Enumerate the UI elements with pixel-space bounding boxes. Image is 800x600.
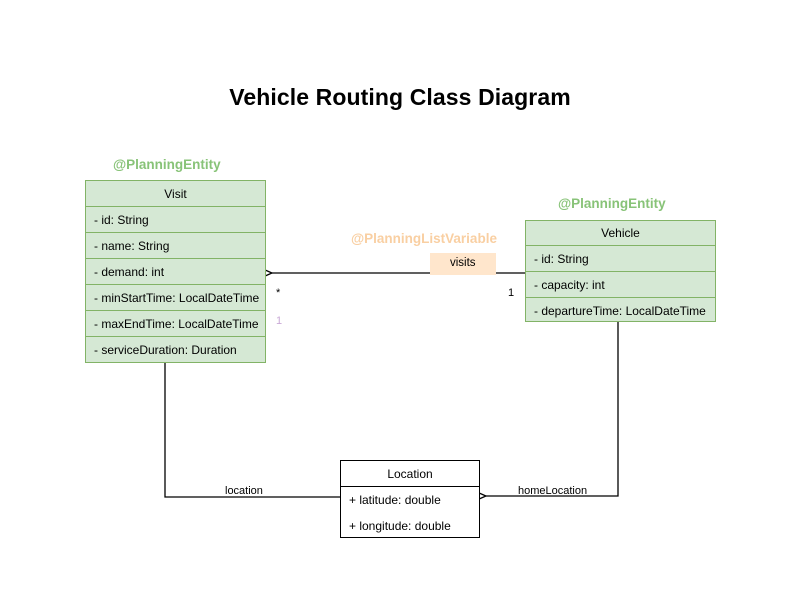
class-attribute: - departureTime: LocalDateTime (534, 303, 706, 318)
stereotype-planning-list-variable: @PlanningListVariable (351, 231, 497, 246)
edge-label-home-location: homeLocation (518, 485, 588, 497)
class-name-visit: Visit (86, 181, 265, 207)
edge-label-location: location (225, 485, 263, 497)
class-attribute: - id: String (86, 207, 265, 233)
class-name-vehicle: Vehicle (526, 221, 715, 246)
class-attribute: - minStartTime: LocalDateTime (86, 285, 265, 311)
stereotype-vehicle: @PlanningEntity (558, 196, 666, 211)
class-box-vehicle[interactable]: Vehicle - id: String - capacity: int - d… (525, 220, 716, 322)
class-name-location: Location (341, 461, 479, 487)
page-title: Vehicle Routing Class Diagram (229, 84, 571, 110)
class-attribute: + longitude: double (349, 519, 451, 533)
multiplicity-vehicle-side: 1 (508, 287, 515, 299)
edge-vehicle-home-location (486, 322, 619, 496)
edge-label-visits: visits (430, 253, 496, 275)
stereotype-visit: @PlanningEntity (113, 157, 221, 172)
class-attribute: - capacity: int (526, 272, 715, 298)
class-attribute: - demand: int (86, 259, 265, 285)
class-attribute: - maxEndTime: LocalDateTime (86, 311, 265, 337)
class-attribute: - serviceDuration: Duration (94, 343, 237, 357)
class-attribute: - name: String (86, 233, 265, 259)
class-box-location[interactable]: Location + latitude: double + longitude:… (340, 460, 480, 538)
multiplicity-visit-side: * (276, 287, 281, 299)
class-attribute: - id: String (526, 246, 715, 272)
multiplicity-visit-side-alt: 1 (276, 315, 283, 327)
class-box-visit[interactable]: Visit - id: String - name: String - dema… (85, 180, 266, 363)
class-attribute: + latitude: double (349, 493, 441, 507)
